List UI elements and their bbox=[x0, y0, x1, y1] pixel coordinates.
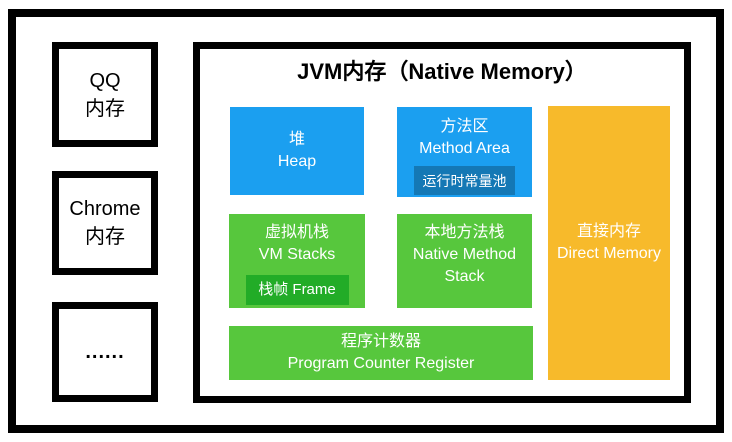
vm-stacks-label-en: VM Stacks bbox=[258, 246, 336, 263]
method-area-label-en: Method Area bbox=[419, 140, 510, 157]
computer-memory-frame bbox=[8, 9, 724, 433]
qq-memory-label-line1: QQ bbox=[89, 69, 121, 92]
runtime-constant-pool-label: 运行时常量池 bbox=[422, 172, 507, 189]
qq-memory-box: QQ 内存 bbox=[52, 42, 158, 147]
ellipsis-label: ...... bbox=[85, 341, 125, 363]
qq-memory-label-line2: 内存 bbox=[85, 97, 125, 120]
program-counter-label-en: Program Counter Register bbox=[287, 355, 475, 372]
direct-memory-label-en: Direct Memory bbox=[556, 245, 661, 262]
heap-label-zh: 堆 bbox=[288, 131, 305, 148]
runtime-constant-pool-box: 运行时常量池 bbox=[414, 166, 515, 195]
direct-memory-label-zh: 直接内存 bbox=[576, 223, 641, 240]
heap-region: 堆 Heap bbox=[230, 107, 364, 195]
other-memory-box: ...... bbox=[52, 302, 158, 402]
vm-stacks-region: 虚拟机栈 VM Stacks 栈帧 Frame bbox=[229, 214, 365, 308]
jvm-title: JVM内存（Native Memory） bbox=[297, 59, 587, 84]
stack-frame-label: 栈帧 Frame bbox=[258, 281, 336, 298]
chrome-memory-label-line2: 内存 bbox=[85, 226, 125, 248]
chrome-memory-label-line1: Chrome bbox=[69, 198, 141, 220]
chrome-memory-box: Chrome 内存 bbox=[52, 171, 158, 275]
direct-memory-region: 直接内存 Direct Memory bbox=[548, 106, 670, 380]
method-area-region: 方法区 Method Area 运行时常量池 bbox=[397, 107, 532, 197]
stack-frame-box: 栈帧 Frame bbox=[245, 275, 349, 305]
method-area-label-zh: 方法区 bbox=[440, 118, 489, 135]
heap-label-en: Heap bbox=[277, 153, 317, 170]
native-method-stack-region: 本地方法栈 Native Method Stack bbox=[397, 214, 532, 308]
vm-stacks-label-zh: 虚拟机栈 bbox=[264, 224, 329, 241]
program-counter-label-zh: 程序计数器 bbox=[340, 333, 421, 350]
native-method-stack-label-en: Native Method Stack bbox=[412, 246, 517, 285]
native-method-stack-label-zh: 本地方法栈 bbox=[424, 224, 505, 241]
program-counter-region: 程序计数器 Program Counter Register bbox=[229, 326, 533, 380]
